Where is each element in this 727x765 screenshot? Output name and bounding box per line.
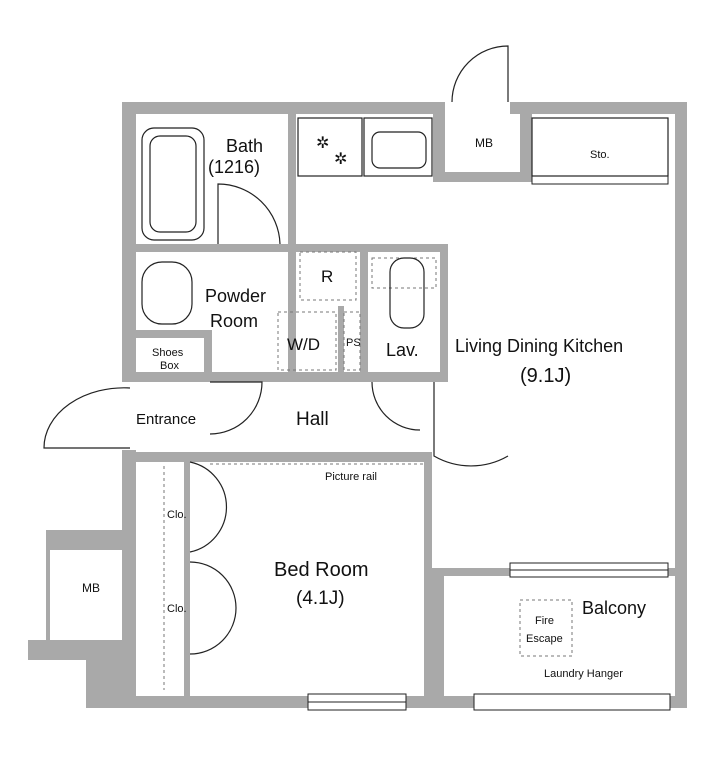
wall-entrance-bottom: [122, 450, 136, 462]
wall-closet-right: [184, 462, 190, 696]
sink-basin: [371, 131, 427, 169]
washbasin: [141, 261, 193, 325]
closet-top-label: Clo.: [167, 509, 187, 521]
closet-door-bottom: [189, 561, 237, 655]
wall-hall-top: [136, 372, 448, 382]
kitchen-sink: [363, 117, 433, 177]
wd-outline: [277, 311, 337, 371]
storage-label: Sto.: [590, 149, 610, 161]
mb-top-label: MB: [475, 136, 493, 150]
wall-ps-left: [338, 306, 344, 382]
wall-mb-right: [520, 102, 532, 182]
wd-label: W/D: [287, 335, 320, 354]
wall-top-left: [122, 102, 445, 114]
wall-shoebox-right: [204, 338, 212, 378]
mb-door-swing: [451, 45, 509, 103]
ldk-door-swing: [433, 382, 509, 467]
ldk-label: Living Dining Kitchen: [455, 336, 623, 356]
lav-door-swing: [371, 381, 421, 431]
entrance-door-swing: [43, 387, 131, 449]
shoes-box-label: Shoes: [152, 347, 184, 359]
fire-escape-label: Fire: [535, 615, 554, 627]
wall-lav-left: [360, 244, 368, 382]
lav-label: Lav.: [386, 340, 419, 360]
storage-door-track: [531, 175, 669, 185]
wall-left-upper: [122, 102, 136, 382]
ldk-size-label: (9.1J): [520, 365, 571, 387]
wall-kitchen-bottom: [296, 244, 446, 252]
hall-label: Hall: [296, 409, 329, 430]
ps-outline: [343, 311, 361, 371]
wall-mb-bottom: [433, 172, 532, 182]
bathtub: [141, 127, 205, 241]
wall-bath-right: [288, 114, 296, 379]
annex-notch-bottom: [28, 660, 86, 710]
fire-escape-outline: [519, 599, 573, 657]
side-mb-annex: [28, 530, 136, 710]
stove: [297, 117, 363, 177]
wall-bath-bottom: [136, 244, 296, 252]
bedroom-size-label: (4.1J): [296, 588, 345, 609]
wall-right: [675, 102, 687, 708]
lav-counter: [371, 257, 437, 289]
balcony-label: Balcony: [582, 598, 646, 618]
ps-label: PS: [346, 337, 361, 349]
hall-door-swing: [209, 381, 263, 435]
mb-side-label: MB: [82, 581, 100, 595]
wall-powder-bottom: [136, 330, 212, 338]
bath-label: Bath: [226, 136, 263, 156]
laundry-hanger-label: Laundry Hanger: [544, 668, 623, 680]
balcony-rail: [473, 693, 671, 711]
annex-notch: [28, 530, 46, 640]
burner-icon: ✲: [334, 151, 347, 168]
bath-size-label: (1216): [208, 157, 260, 177]
wall-top-right: [510, 102, 686, 114]
windows: [307, 175, 671, 711]
wall-mb-left: [433, 102, 445, 182]
entrance-label: Entrance: [136, 411, 196, 428]
bathtub-inner: [149, 135, 197, 233]
wall-bedroom-balcony: [432, 568, 444, 708]
refrigerator-outline: [299, 251, 357, 301]
fire-escape-label-2: Escape: [526, 633, 563, 645]
storage-outline: [531, 117, 669, 177]
annex-inner: [50, 550, 122, 640]
powder-room-label: Powder: [205, 286, 266, 306]
wall-bedroom-right: [424, 452, 432, 708]
bedroom-label: Bed Room: [274, 559, 369, 581]
picture-rail-label: Picture rail: [325, 471, 377, 483]
closet-door-top: [189, 461, 227, 553]
shoes-box-label-2: Box: [160, 360, 179, 372]
toilet: [389, 257, 425, 329]
powder-room-label-2: Room: [210, 311, 258, 331]
refrigerator-label: R: [321, 267, 333, 286]
wall-lav-right: [440, 244, 448, 382]
wall-hall-bottom: [136, 452, 432, 462]
interior-walls: [136, 114, 448, 708]
burner-icon: ✲: [316, 135, 329, 152]
closet-bottom-label: Clo.: [167, 603, 187, 615]
bath-door-swing: [217, 183, 281, 245]
